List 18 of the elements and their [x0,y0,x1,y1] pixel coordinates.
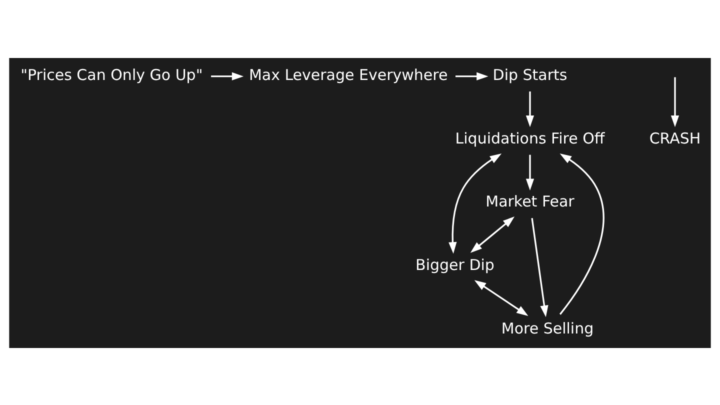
node-text: Max Leverage Everywhere [248,66,448,84]
arrow [474,280,528,316]
node-text: Bigger Dip [416,256,494,274]
node-text: More Selling [501,318,594,337]
node-text: CRASH [649,128,701,147]
arrow [211,72,244,80]
arrow [559,153,604,314]
arrow [531,218,548,317]
arrow [526,154,534,190]
arrow [670,76,680,127]
arrow [470,216,515,252]
node-text: Market Fear [486,192,574,210]
node-text: "Prices Can Only Go Up" [20,66,203,84]
node-text: Dip Starts [492,66,568,84]
arrow [448,152,502,254]
arrow [456,72,488,80]
node-text: Liquidations Fire Off [455,128,605,147]
arrow [526,90,534,127]
